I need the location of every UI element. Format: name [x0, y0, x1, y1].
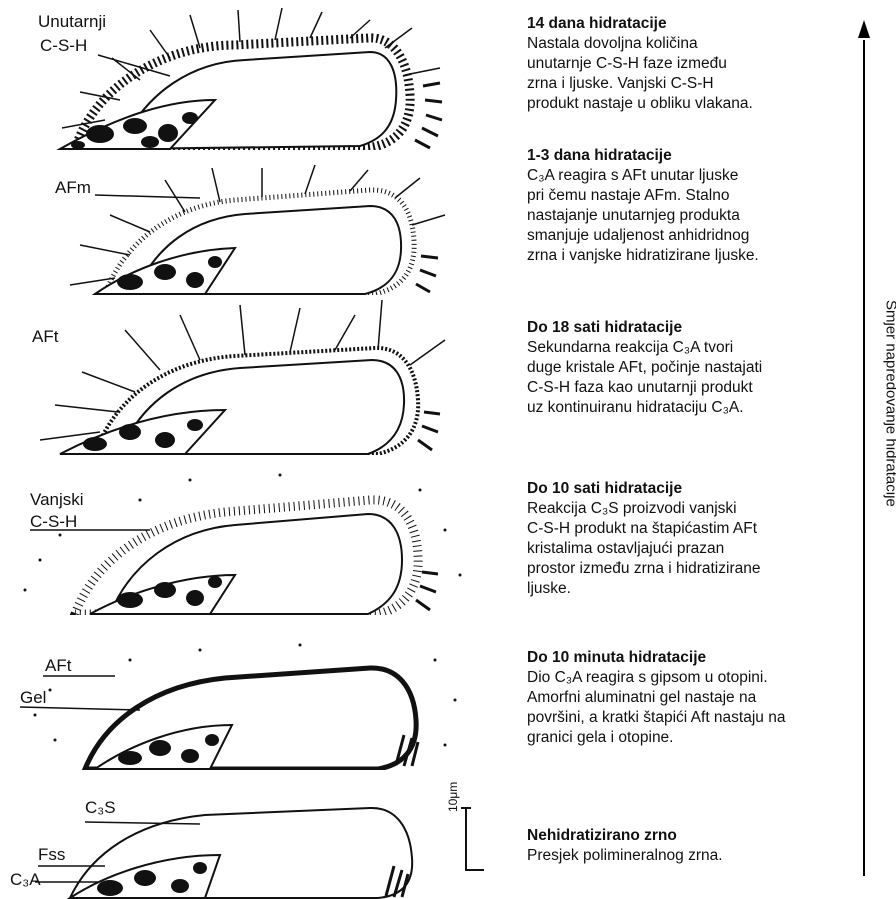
stage-line: površini, a kratki štapići Aft nastaju n…	[527, 708, 887, 728]
stage-line: granici gela i otopine.	[527, 728, 887, 748]
label-c3s: C₃S	[85, 798, 116, 818]
stage-18-hours: Do 18 sati hidratacije Sekundarna reakci…	[527, 318, 887, 418]
stage-line: Dio C₃A reagira s gipsom u otopini.	[527, 668, 887, 688]
label-gel: Gel	[20, 688, 46, 708]
stage-line: pri čemu nastaje AFm. Stalno	[527, 186, 887, 206]
stage-title: 1-3 dana hidratacije	[527, 146, 887, 166]
leader-afm	[95, 195, 200, 198]
axis-label: Smjer napredovanje hidratacije	[876, 300, 896, 660]
stage-line: kristalima ostavljajući prazan	[527, 539, 887, 559]
grain-stage-unhydrated	[70, 808, 412, 898]
stage-title: Do 10 sati hidratacije	[527, 479, 887, 499]
stage-line: zrna i ljuske. Vanjski C-S-H	[527, 74, 887, 94]
stage-line: smanjuje udaljenost anhidridnog	[527, 226, 887, 246]
stage-1-3-days: 1-3 dana hidratacije C₃A reagira s AFt u…	[527, 146, 887, 266]
stage-title: Nehidratizirano zrno	[527, 826, 887, 846]
stage-line: Reakcija C₃S proizvodi vanjski	[527, 499, 887, 519]
label-outer-csh-line1: Vanjski	[30, 490, 84, 510]
label-inner-csh-line1: Unutarnji	[38, 12, 106, 32]
label-aft: AFt	[32, 327, 58, 347]
stage-line: duge kristale AFt, počinje nastajati	[527, 358, 887, 378]
stage-line: prostor između zrna i hidratizirane	[527, 559, 887, 579]
label-c3a: C₃A	[10, 870, 41, 890]
scale-bar	[461, 808, 484, 870]
stage-line: C₃A reagira s AFt unutar ljuske	[527, 166, 887, 186]
stage-line: C-S-H produkt na štapićastim AFt	[527, 519, 887, 539]
stage-line: ljuske.	[527, 579, 887, 599]
label-outer-csh-line2: C-S-H	[30, 512, 77, 532]
stage-line: Presjek polimineralnog zrna.	[527, 846, 887, 866]
scale-label: 10μm	[446, 782, 460, 812]
stage-10-minutes: Do 10 minuta hidratacije Dio C₃A reagira…	[527, 648, 887, 748]
stage-line: Nastala dovoljna količina	[527, 34, 887, 54]
stage-line: zrna i vanjske hidratizirane ljuske.	[527, 246, 887, 266]
stage-14-days: 14 dana hidratacije Nastala dovoljna kol…	[527, 14, 887, 114]
stage-line: Sekundarna reakcija C₃A tvori	[527, 338, 887, 358]
stage-line: C-S-H faza kao unutarnji produkt	[527, 378, 887, 398]
stage-line: nastajanje unutarnjeg produkta	[527, 206, 887, 226]
label-inner-csh-line2: C-S-H	[40, 36, 87, 56]
label-afm: AFm	[55, 178, 91, 198]
stage-title: Do 10 minuta hidratacije	[527, 648, 887, 668]
stage-unhydrated: Nehidratizirano zrno Presjek polimineral…	[527, 826, 887, 866]
stage-line: produkt nastaje u obliku vlakana.	[527, 94, 887, 114]
grain-stage-18-hours	[60, 348, 440, 454]
grain-stage-14-days	[60, 38, 442, 149]
grain-stage-1-3-days	[95, 190, 438, 294]
stage-title: 14 dana hidratacije	[527, 14, 887, 34]
stage-line: unutarnje C-S-H faze između	[527, 54, 887, 74]
stage-10-hours: Do 10 sati hidratacije Reakcija C₃S proi…	[527, 479, 887, 599]
label-aft-stage2: AFt	[45, 656, 71, 676]
label-fss: Fss	[38, 845, 65, 865]
stage-line: uz kontinuiranu hidrataciju C₃A.	[527, 398, 887, 418]
grain-stage-10-hours	[75, 500, 438, 614]
stage-line: Amorfni aluminatni gel nastaje na	[527, 688, 887, 708]
grain-stage-10-minutes	[85, 668, 418, 769]
stage-title: Do 18 sati hidratacije	[527, 318, 887, 338]
